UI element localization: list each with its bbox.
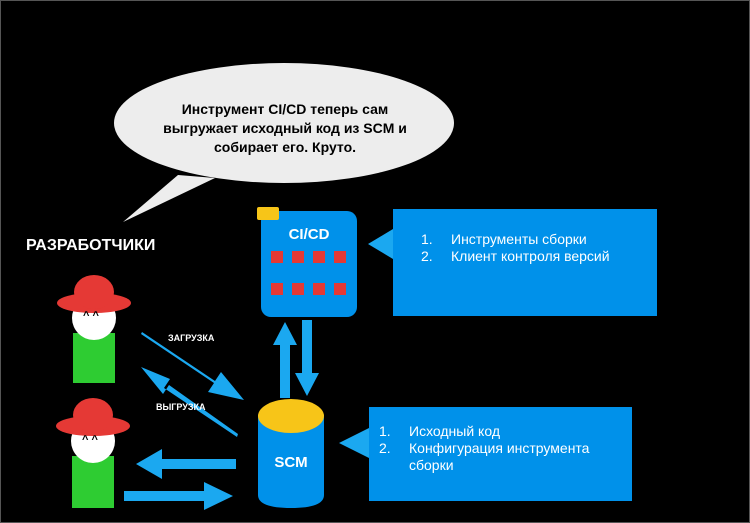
cicd-info-box	[393, 209, 657, 316]
developer-2-body	[72, 456, 114, 508]
cicd-info-item-1-num: 1.	[421, 231, 433, 247]
developer-1-body	[73, 333, 115, 383]
developers-title: РАЗРАБОТЧИКИ	[26, 237, 156, 254]
developer-1	[57, 275, 131, 383]
cicd-info-item-2-num: 2.	[421, 248, 433, 264]
cicd-indicator	[313, 283, 325, 295]
cicd-info-item-1: 1. Инструменты сборки	[421, 231, 641, 248]
scm-info-item-2-text: Конфигурация инструмента сборки	[409, 440, 590, 473]
cicd-indicator	[292, 251, 304, 263]
developer-2-hat-crown	[73, 398, 113, 432]
scm-info-item-2: 2. Конфигурация инструмента сборки	[379, 440, 624, 474]
speech-bubble-tail	[123, 175, 215, 222]
download-label: ВЫГРУЗКА	[156, 402, 206, 412]
cicd-info-item-2: 2. Клиент контроля версий	[421, 248, 641, 265]
speech-bubble-body	[114, 63, 454, 183]
cicd-info-list: 1. Инструменты сборки 2. Клиент контроля…	[421, 231, 641, 265]
cicd-indicator	[271, 283, 283, 295]
scm-info-item-2-num: 2.	[379, 440, 391, 456]
scm-label: SCM	[274, 454, 308, 471]
scm-cylinder	[258, 399, 324, 508]
arrow-scm-to-cicd	[273, 322, 297, 398]
cicd-info-item-2-text: Клиент контроля версий	[451, 248, 610, 264]
cicd-indicator	[292, 283, 304, 295]
cicd-tab	[257, 207, 279, 220]
developer-2	[56, 398, 130, 508]
arrow-download	[141, 367, 238, 437]
scm-cylinder-top	[258, 399, 324, 433]
arrow-group	[124, 229, 393, 510]
cicd-indicator	[271, 251, 283, 263]
developer-2-face: ^ ^	[82, 434, 98, 446]
cicd-block	[257, 207, 357, 317]
arrow-box-to-cicd	[368, 229, 393, 259]
developer-1-hat-crown	[74, 275, 114, 309]
arrow-dev2-to-scm	[124, 482, 233, 510]
scm-cylinder-body	[258, 415, 324, 508]
cicd-indicator	[313, 251, 325, 263]
speech-bubble	[114, 63, 454, 222]
scm-info-list: 1. Исходный код 2. Конфигурация инструме…	[379, 423, 624, 474]
scm-info-box	[369, 407, 632, 501]
arrow-cicd-to-scm	[295, 320, 319, 396]
scm-info-item-1-num: 1.	[379, 423, 391, 439]
scm-info-item-1-text: Исходный код	[409, 423, 500, 439]
upload-label: ЗАГРУЗКА	[168, 333, 215, 343]
arrow-box-to-scm	[339, 428, 369, 458]
cicd-info-item-1-text: Инструменты сборки	[451, 231, 587, 247]
cicd-box	[261, 211, 357, 317]
cicd-indicator	[334, 251, 346, 263]
speech-bubble-text: Инструмент CI/CD теперь сам выгружает ис…	[163, 101, 407, 155]
cicd-indicator	[334, 283, 346, 295]
cicd-indicators	[271, 251, 346, 295]
arrow-upload	[141, 332, 244, 400]
scm-info-item-1: 1. Исходный код	[379, 423, 624, 440]
arrow-scm-to-dev2	[136, 449, 236, 479]
developer-1-face: ^ ^	[83, 310, 99, 322]
cicd-label: CI/CD	[288, 226, 330, 243]
